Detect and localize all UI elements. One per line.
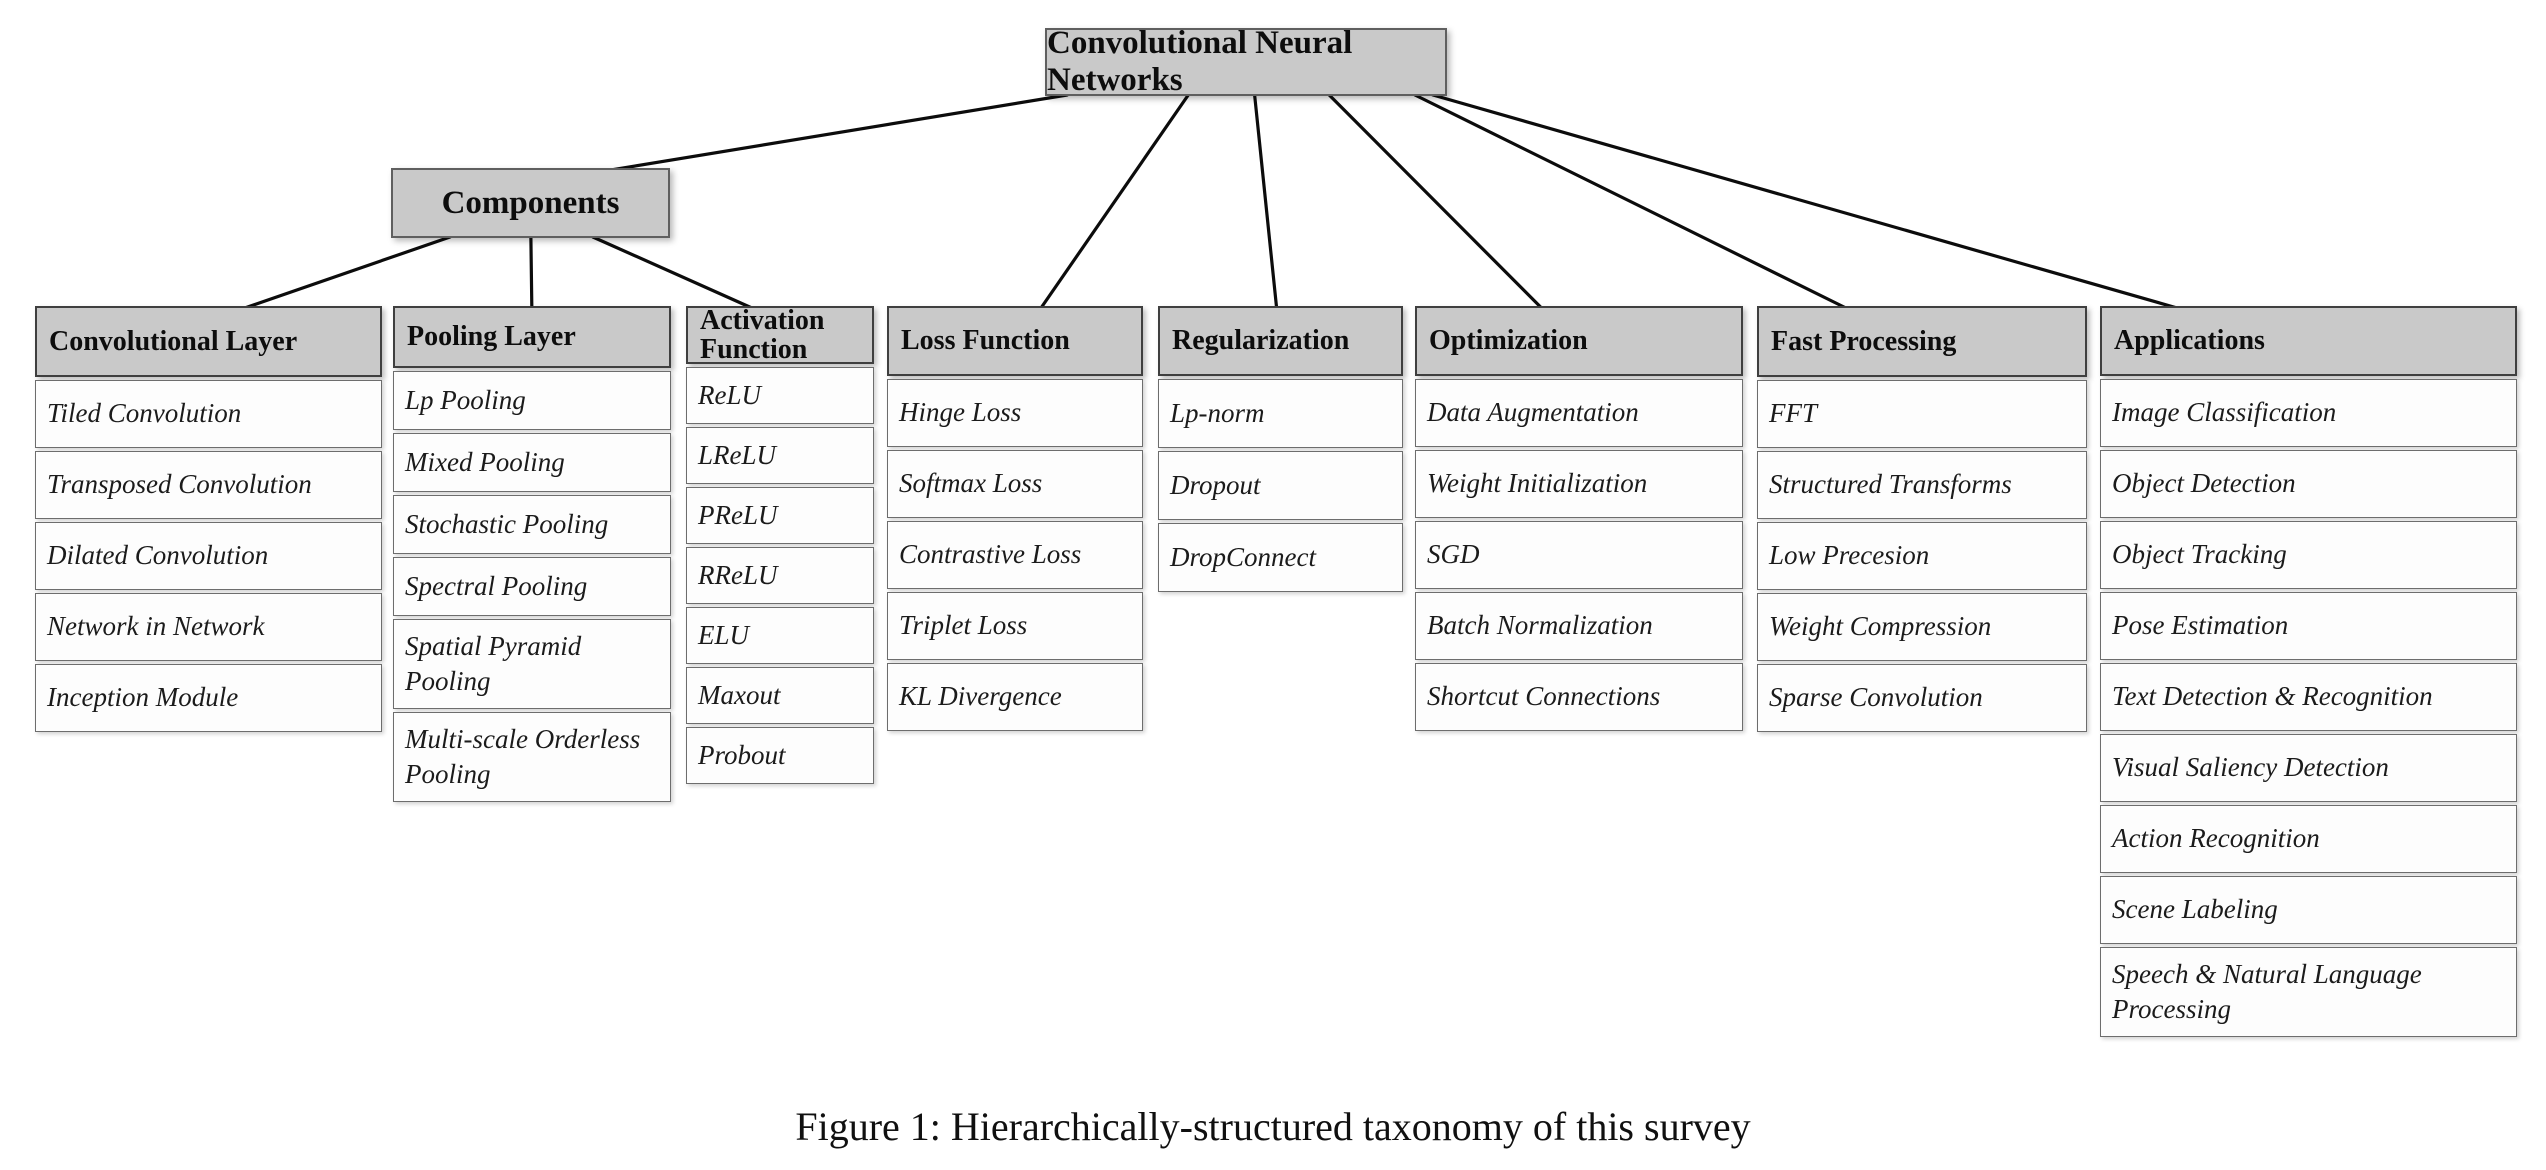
column-regularization: Regularization Lp-norm Dropout DropConne… [1158,306,1403,592]
taxonomy-item: Speech & Natural Language Processing [2100,947,2517,1038]
taxonomy-item: Dilated Convolution [35,522,382,590]
taxonomy-item: SGD [1415,521,1743,589]
taxonomy-item: Multi-scale Orderless Pooling [393,712,671,803]
taxonomy-item: Data Augmentation [1415,379,1743,447]
column-header-loss-function: Loss Function [887,306,1143,376]
taxonomy-item: Triplet Loss [887,592,1143,660]
taxonomy-item: Weight Compression [1757,593,2087,661]
taxonomy-item: Structured Transforms [1757,451,2087,519]
column-header-convolutional-layer: Convolutional Layer [35,306,382,377]
column-header-applications: Applications [2100,306,2517,376]
taxonomy-item: Pose Estimation [2100,592,2517,660]
column-header-pooling-layer: Pooling Layer [393,306,671,368]
taxonomy-item: Object Tracking [2100,521,2517,589]
column-header-activation-function: Activation Function [686,305,874,364]
taxonomy-item: Stochastic Pooling [393,495,671,554]
taxonomy-item: KL Divergence [887,663,1143,731]
column-header-fast-processing: Fast Processing [1757,306,2087,377]
components-node-label: Components [441,184,620,221]
taxonomy-item: LReLU [686,427,874,484]
components-node: Components [391,168,670,238]
taxonomy-item: Batch Normalization [1415,592,1743,660]
root-node: Convolutional Neural Networks [1045,25,1447,98]
column-fast-processing: Fast Processing FFT Structured Transform… [1757,306,2087,732]
column-convolutional-layer: Convolutional Layer Tiled Convolution Tr… [35,306,382,732]
column-applications: Applications Image Classification Object… [2100,306,2517,1038]
taxonomy-item: Weight Initialization [1415,450,1743,518]
taxonomy-item: Hinge Loss [887,379,1143,447]
taxonomy-item: Image Classification [2100,379,2517,447]
taxonomy-item: Shortcut Connections [1415,663,1743,731]
taxonomy-item: Scene Labeling [2100,876,2517,944]
taxonomy-item: Dropout [1158,451,1403,520]
taxonomy-item: Text Detection & Recognition [2100,663,2517,731]
taxonomy-item: Softmax Loss [887,450,1143,518]
taxonomy-item: Maxout [686,667,874,724]
taxonomy-item: Transposed Convolution [35,451,382,519]
taxonomy-item: Low Precesion [1757,522,2087,590]
taxonomy-item: Tiled Convolution [35,380,382,448]
column-activation-function: Activation Function ReLU LReLU PReLU RRe… [686,305,874,784]
taxonomy-item: Spatial Pyramid Pooling [393,619,671,710]
column-pooling-layer: Pooling Layer Lp Pooling Mixed Pooling S… [393,306,671,803]
taxonomy-item: Spectral Pooling [393,557,671,616]
taxonomy-item: ReLU [686,367,874,424]
taxonomy-item: RReLU [686,547,874,604]
column-loss-function: Loss Function Hinge Loss Softmax Loss Co… [887,306,1143,731]
taxonomy-item: Lp-norm [1158,379,1403,448]
taxonomy-item: Mixed Pooling [393,433,671,492]
taxonomy-item: Visual Saliency Detection [2100,734,2517,802]
root-node-label: Convolutional Neural Networks [1047,25,1353,98]
taxonomy-item: Inception Module [35,664,382,732]
taxonomy-item: PReLU [686,487,874,544]
column-header-optimization: Optimization [1415,306,1743,376]
taxonomy-item: Network in Network [35,593,382,661]
taxonomy-item: FFT [1757,380,2087,448]
column-optimization: Optimization Data Augmentation Weight In… [1415,306,1743,731]
taxonomy-item: ELU [686,607,874,664]
taxonomy-item: Action Recognition [2100,805,2517,873]
taxonomy-item: DropConnect [1158,523,1403,592]
taxonomy-item: Lp Pooling [393,371,671,430]
figure-caption: Figure 1: Hierarchically-structured taxo… [795,1104,1751,1149]
taxonomy-item: Probout [686,727,874,784]
taxonomy-item: Sparse Convolution [1757,664,2087,732]
taxonomy-item: Object Detection [2100,450,2517,518]
column-header-regularization: Regularization [1158,306,1403,376]
taxonomy-item: Contrastive Loss [887,521,1143,589]
